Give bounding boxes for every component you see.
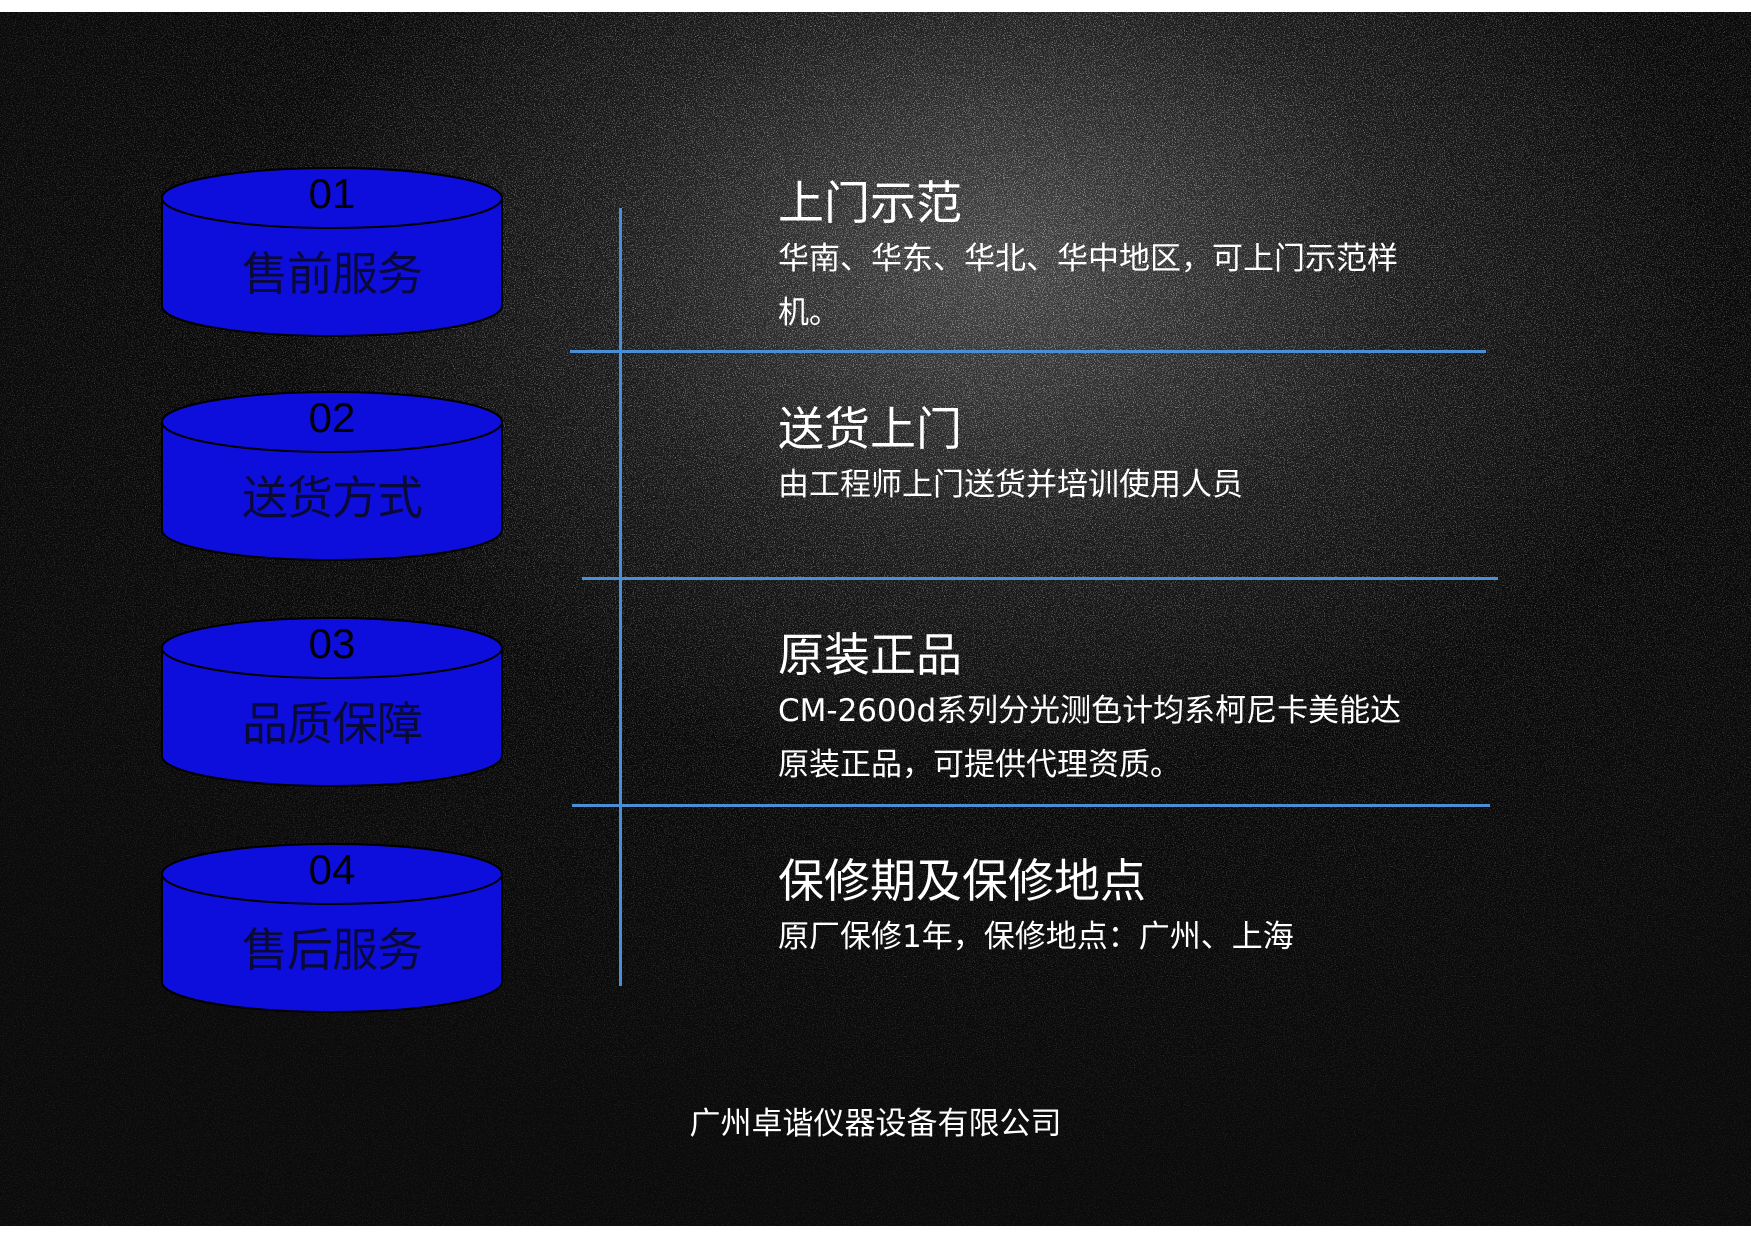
item-description: 原厂保修1年，保修地点：广州、上海 bbox=[778, 919, 1294, 955]
cylinder-number: 02 bbox=[308, 394, 356, 441]
cylinder-quality: 03 品质保障 bbox=[160, 616, 504, 788]
cylinder-label: 售前服务 bbox=[242, 247, 423, 301]
item-description: 由工程师上门送货并培训使用人员 bbox=[778, 467, 1243, 503]
item-title: 送货上门 bbox=[778, 402, 962, 456]
cylinder-pre-sales: 01 售前服务 bbox=[160, 166, 504, 338]
company-name: 广州卓谐仪器设备有限公司 bbox=[689, 1106, 1062, 1142]
cylinder-number: 01 bbox=[308, 170, 356, 217]
cylinder-after-sales: 04 售后服务 bbox=[160, 842, 504, 1014]
cylinder-label: 售后服务 bbox=[242, 923, 423, 977]
cylinder-label: 品质保障 bbox=[242, 697, 423, 751]
cylinder-label: 送货方式 bbox=[242, 471, 423, 525]
horizontal-divider bbox=[582, 577, 1498, 580]
cylinder-delivery: 02 送货方式 bbox=[160, 390, 504, 562]
service-slide: 01 售前服务 02 送货方式 03 品质保障 04 售后服务 上门示范 华南、… bbox=[0, 12, 1751, 1226]
cylinder-shape bbox=[161, 843, 503, 1013]
horizontal-divider bbox=[572, 804, 1490, 807]
cylinder-number: 03 bbox=[308, 620, 356, 667]
item-description: CM-2600d系列分光测色计均系柯尼卡美能达原装正品，可提供代理资质。 bbox=[778, 693, 1402, 783]
vertical-divider bbox=[619, 208, 622, 986]
item-title: 上门示范 bbox=[778, 176, 962, 230]
horizontal-divider bbox=[570, 350, 1486, 353]
cylinder-shape bbox=[161, 167, 503, 337]
cylinder-shape bbox=[161, 391, 503, 561]
item-title: 原装正品 bbox=[778, 628, 962, 682]
cylinder-shape bbox=[161, 617, 503, 787]
item-description: 华南、华东、华北、华中地区，可上门示范样机。 bbox=[778, 241, 1398, 331]
cylinder-number: 04 bbox=[308, 846, 356, 893]
item-title: 保修期及保修地点 bbox=[778, 854, 1146, 908]
